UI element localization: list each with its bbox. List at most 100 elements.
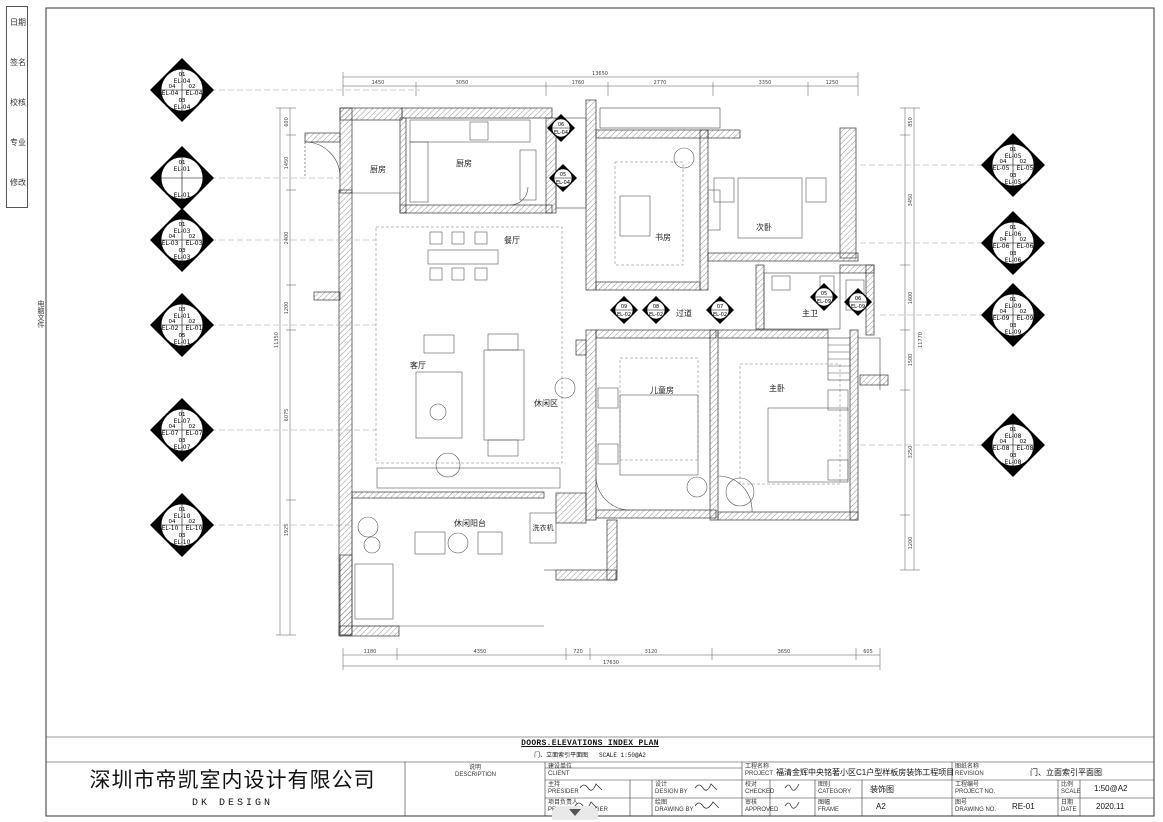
room-label-study: 书房: [655, 232, 671, 242]
marker-number: 03: [179, 307, 186, 313]
elevation-markers-left: 01EL-0404EL-0402EL-0403EL-0401EL-01EL-01…: [150, 58, 214, 557]
project-label: 工程名称 PROJECT: [745, 764, 774, 777]
room-label-leisure: 休闲区: [534, 398, 558, 408]
marker-number: 01: [179, 412, 186, 418]
top-dimensions: [342, 72, 859, 96]
file-label: 电脑文件: [37, 300, 45, 328]
dim-right: 3250: [908, 446, 914, 459]
marker-code: EL-08: [1005, 433, 1022, 440]
frame-label: 图幅 FRAME: [818, 800, 839, 813]
room-label-balcony: 休闲阳台: [454, 518, 486, 528]
marker-code: EL-10: [174, 539, 191, 546]
dim-bottom-total: 17630: [603, 660, 619, 666]
dim-right: 1600: [908, 292, 914, 305]
dim-top: 1760: [572, 80, 585, 86]
marker-number: 04: [169, 519, 176, 525]
marker-code: EL-09: [1005, 329, 1022, 336]
room-label-dining: 餐厅: [504, 236, 520, 245]
scale-value: 1:50@A2: [1094, 784, 1128, 793]
company-block: 深圳市帝凯室内设计有限公司 DK DESIGN: [60, 764, 405, 809]
marker-code: EL-03: [174, 254, 191, 261]
room-label-kids-room: 儿童房: [650, 385, 674, 395]
room-label-kitchen-left: 厨房: [370, 164, 386, 174]
ceiling-outlines: [375, 161, 841, 485]
dim-top: 2770: [654, 80, 667, 86]
dim-bottom: 720: [573, 649, 583, 655]
marker-code: EL-04: [554, 130, 568, 136]
marker-number: 04: [169, 234, 176, 240]
marker-number: 01: [179, 160, 186, 166]
marker-number: 06: [558, 122, 564, 128]
dim-top: 1450: [372, 80, 385, 86]
marker-code: EL-05: [1005, 153, 1022, 160]
marker-number: 03: [179, 98, 186, 104]
revision-value: 门、立面索引平面图: [1030, 768, 1102, 777]
marker-number: 03: [1010, 251, 1017, 257]
project-name: 福清金辉中央铭著小区C1户型样板房装饰工程项目: [776, 768, 955, 777]
scroll-down-button[interactable]: [552, 806, 598, 820]
room-label-second-bedroom: 次卧: [756, 222, 772, 232]
marker-number: 05: [821, 291, 827, 297]
marker-number: 07: [717, 304, 723, 310]
dim-left: 600: [284, 117, 290, 127]
design-label: 设计 DESIGN BY: [655, 782, 688, 795]
marker-code: EL-01: [174, 166, 191, 173]
marker-number: 02: [1020, 159, 1027, 165]
revision-label: 专业: [10, 138, 26, 147]
right-dimensions: [900, 107, 920, 571]
marker-number: 01: [179, 222, 186, 228]
dim-top: 3050: [456, 80, 469, 86]
walls: [304, 99, 889, 637]
marker-number: 04: [1000, 309, 1007, 315]
title-block-grid: [46, 736, 1154, 816]
marker-leader-lines: [210, 89, 985, 526]
marker-code: EL-04: [162, 90, 179, 97]
drawing-no-value: RE-01: [1012, 802, 1035, 811]
dim-right: 1500: [908, 354, 914, 367]
marker-code: EL-01: [174, 192, 191, 199]
marker-code: EL-07: [174, 418, 191, 425]
room-label-master-bath: 主卫: [802, 308, 818, 318]
room-label-kitchen: 厨房: [456, 158, 472, 168]
marker-code: EL-02: [713, 312, 727, 318]
marker-code: EL-07: [186, 430, 203, 437]
marker-number: 01: [1010, 297, 1017, 303]
dim-bottom: 3120: [645, 649, 658, 655]
marker-number: 02: [1020, 237, 1027, 243]
marker-code: EL-06: [993, 243, 1010, 250]
marker-number: 06: [855, 296, 861, 302]
revision-label: 日期: [10, 18, 26, 27]
sheet-border: [45, 7, 1155, 817]
marker-code: EL-01: [174, 339, 191, 346]
drawing-scale-note: SCALE 1:50@A2: [599, 752, 646, 759]
dim-left: 1925: [284, 524, 290, 537]
marker-code: EL-09: [817, 299, 831, 305]
marker-number: 03: [1010, 323, 1017, 329]
category-value: 装饰图: [870, 785, 894, 794]
marker-number: 02: [1020, 309, 1027, 315]
marker-number: 02: [189, 234, 196, 240]
furniture: [354, 119, 865, 620]
marker-number: 03: [1010, 453, 1017, 459]
marker-code: EL-10: [174, 513, 191, 520]
marker-code: EL-05: [993, 165, 1010, 172]
marker-number: 05: [179, 333, 186, 339]
marker-code: EL-07: [174, 444, 191, 451]
marker-number: 04: [1000, 439, 1007, 445]
marker-number: 04: [1000, 237, 1007, 243]
marker-number: 02: [189, 84, 196, 90]
marker-code: EL-02: [617, 312, 631, 318]
checked-label: 校对 CHECKED: [745, 782, 775, 795]
marker-code: EL-06: [1017, 243, 1034, 250]
marker-code: EL-10: [162, 525, 179, 532]
marker-number: 09: [621, 304, 627, 310]
marker-number: 01: [1010, 225, 1017, 231]
date-value: 2020.11: [1096, 802, 1125, 811]
